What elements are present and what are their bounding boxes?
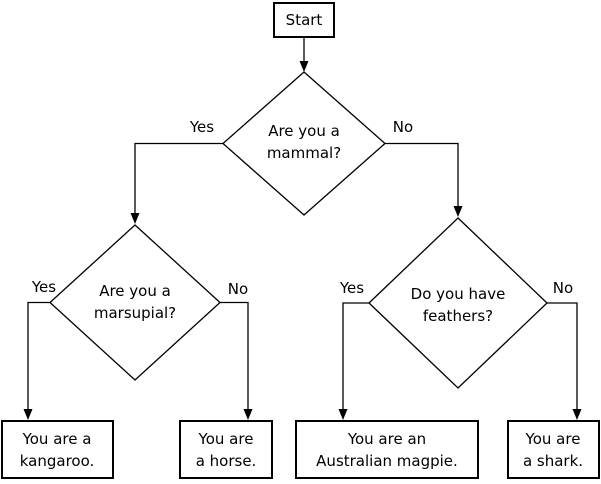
arrow-down-icon [130,213,140,224]
magpie-label-line1: You are an [347,430,426,448]
edge-label-yes: Yes [31,278,56,296]
edge-label-yes: Yes [189,118,214,136]
arrow-down-icon [243,409,253,420]
edge-marsupial-to-horse: No [220,280,253,420]
edge-line [27,301,50,409]
magpie-label-line2: Australian magpie. [316,452,458,470]
edge-marsupial-to-kangaroo: Yes [23,278,56,420]
kangaroo-box [1,420,114,479]
node-decision-marsupial: Are you a marsupial? [49,224,221,381]
arrow-down-icon [453,206,463,217]
edge-mammal-to-feathers: No [385,118,463,217]
marsupial-label-line2: marsupial? [94,304,176,322]
edge-label-yes: Yes [339,279,364,297]
start-label: Start [286,11,323,29]
edge-start-to-mammal [299,37,309,72]
edge-label-no: No [228,280,248,298]
edge-label-no: No [553,279,573,297]
arrow-down-icon [299,61,309,72]
horse-box [179,420,273,479]
edge-line [220,301,249,409]
edge-line [547,302,578,409]
edge-line [134,142,223,213]
edge-line [342,302,369,409]
edge-label-no: No [393,118,413,136]
kangaroo-label-line2: kangaroo. [20,452,95,470]
edge-mammal-to-marsupial: Yes [130,118,223,224]
start-box [273,2,335,38]
arrow-down-icon [572,409,582,420]
edge-feathers-to-shark: No [547,279,582,420]
mammal-label-line1: Are you a [268,122,340,140]
node-decision-mammal: Are you a mammal? [222,71,386,216]
shark-label-line2: a shark. [523,452,583,470]
node-result-magpie: You are an Australian magpie. [295,420,479,479]
feathers-diamond [368,217,548,389]
node-decision-feathers: Do you have feathers? [368,217,548,389]
node-result-horse: You are a horse. [179,420,273,479]
mammal-diamond [222,71,386,216]
magpie-box [295,420,479,479]
arrow-down-icon [23,409,33,420]
shark-label-line1: You are [525,430,581,448]
arrow-down-icon [338,409,348,420]
shark-box [507,420,600,479]
horse-label-line1: You are [198,430,254,448]
horse-label-line2: a horse. [196,452,257,470]
edge-line [385,142,459,206]
mammal-label-line2: mammal? [267,144,341,162]
marsupial-diamond [49,224,221,381]
edge-feathers-to-magpie: Yes [338,279,369,420]
feathers-label-line1: Do you have [411,285,506,303]
marsupial-label-line1: Are you a [99,282,171,300]
feathers-label-line2: feathers? [423,307,493,325]
node-start: Start [273,2,335,38]
node-result-kangaroo: You are a kangaroo. [1,420,114,479]
node-result-shark: You are a shark. [507,420,600,479]
kangaroo-label-line1: You are a [22,430,92,448]
